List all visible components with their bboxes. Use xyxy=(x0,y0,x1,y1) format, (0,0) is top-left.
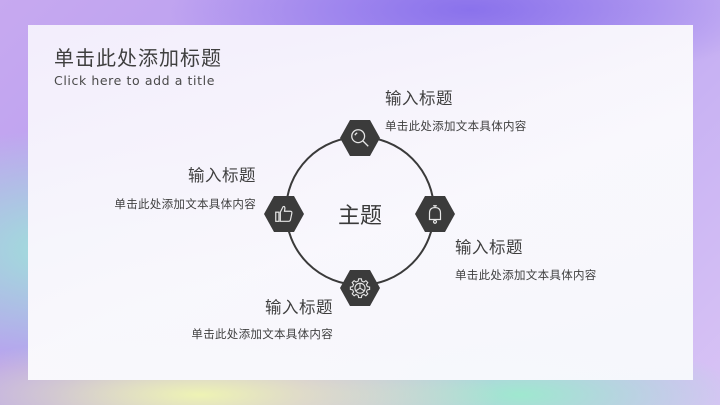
gear-icon xyxy=(349,278,371,299)
node-right-title[interactable]: 输入标题 xyxy=(455,238,523,257)
node-top-description[interactable]: 单击此处添加文本具体内容 xyxy=(385,119,527,133)
node-bottom-title[interactable]: 输入标题 xyxy=(265,298,333,317)
thumbs-up-icon xyxy=(275,205,293,222)
bell-icon xyxy=(428,205,442,224)
node-left-description[interactable]: 单击此处添加文本具体内容 xyxy=(114,197,256,211)
node-right-description[interactable]: 单击此处添加文本具体内容 xyxy=(455,268,597,282)
slide-title[interactable]: 单击此处添加标题 xyxy=(54,46,222,70)
node-top-title[interactable]: 输入标题 xyxy=(385,89,453,108)
slide-subtitle[interactable]: Click here to add a title xyxy=(54,73,215,88)
search-icon xyxy=(351,129,369,147)
center-topic-label[interactable]: 主题 xyxy=(337,204,382,229)
node-bottom-description[interactable]: 单击此处添加文本具体内容 xyxy=(191,327,333,341)
node-left-title[interactable]: 输入标题 xyxy=(188,166,256,185)
